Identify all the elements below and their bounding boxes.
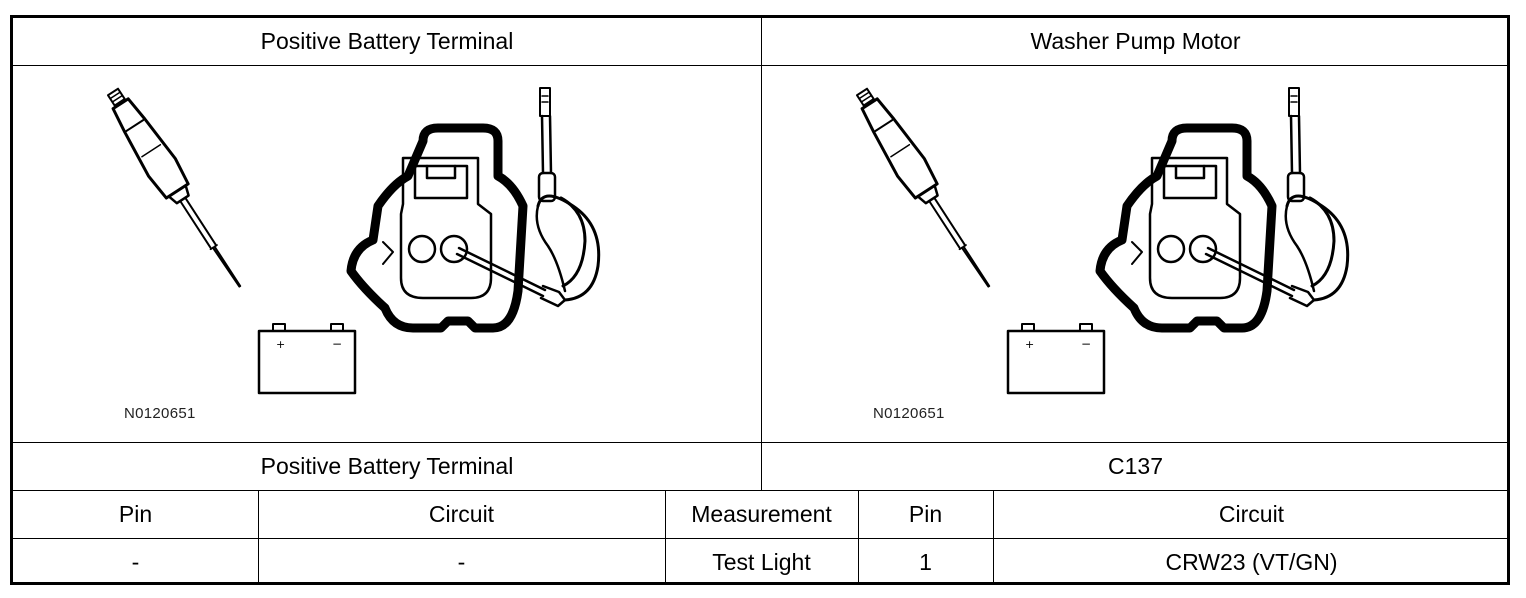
test-step-table: Positive Battery Terminal Washer Pump Mo… [10, 15, 1510, 585]
table-cell-measurement: Test Light [712, 548, 811, 575]
column-header-pin: Pin [908, 501, 943, 527]
table-cell-circuit: CRW23 (VT/GN) [1165, 548, 1338, 575]
table-row: - - Test Light 1 CRW23 (VT/GN) [13, 539, 1507, 585]
test-light-probe-icon [106, 87, 242, 288]
section-label-left: Positive Battery Terminal [260, 453, 514, 479]
header-right-title: Washer Pump Motor [1030, 28, 1241, 54]
test-light-probe-icon [855, 87, 991, 288]
table-cell-pin: 1 [919, 548, 932, 575]
header-left-title: Positive Battery Terminal [260, 28, 514, 54]
table-header-row: Pin Circuit Measurement Pin Circuit [13, 491, 1507, 538]
table-cell-pin: - [131, 548, 140, 575]
column-header-circuit: Circuit [1218, 501, 1285, 527]
battery-minus-label: − [1081, 337, 1091, 351]
battery-plus-label: + [1025, 338, 1034, 351]
column-header-circuit: Circuit [428, 501, 495, 527]
section-label-row: Positive Battery Terminal C137 [13, 443, 1507, 490]
figure-code: N0120651 [873, 405, 945, 422]
battery-icon: + − [257, 323, 357, 395]
figure-right: + − [762, 66, 1510, 442]
column-header-measurement: Measurement [691, 501, 832, 527]
column-header-pin: Pin [118, 501, 153, 527]
battery-icon: + − [1006, 323, 1106, 395]
connector-icon [1095, 123, 1277, 333]
battery-plus-label: + [276, 338, 285, 351]
figure-row: + − [13, 66, 1507, 442]
test-light-diagram-left: + − [106, 87, 601, 395]
probe-lead-icon [455, 87, 601, 308]
header-row: Positive Battery Terminal Washer Pump Mo… [13, 18, 1507, 65]
battery-minus-label: − [332, 337, 342, 351]
figure-code: N0120651 [124, 405, 196, 422]
probe-lead-icon [1204, 87, 1350, 308]
table-cell-circuit: - [457, 548, 466, 575]
test-light-diagram-right: + − [855, 87, 1350, 395]
figure-left: + − [13, 66, 761, 442]
section-label-right: C137 [1108, 453, 1163, 479]
connector-icon [346, 123, 528, 333]
